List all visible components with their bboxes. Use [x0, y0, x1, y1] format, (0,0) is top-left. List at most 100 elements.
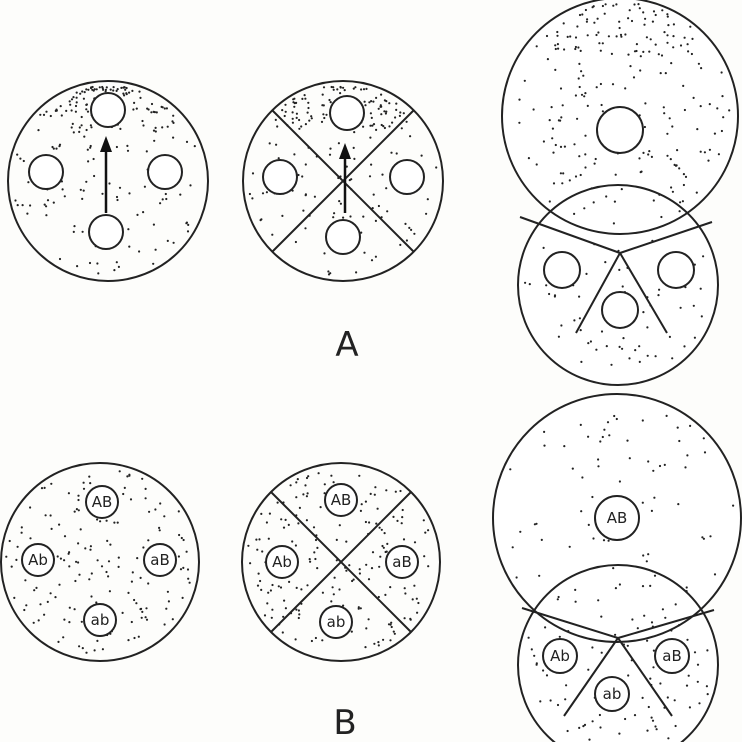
stipple-dot [413, 233, 415, 235]
stipple-dot [587, 342, 589, 344]
stipple-dot [378, 644, 380, 646]
stipple-dot [27, 181, 29, 183]
stipple-dot [297, 522, 299, 524]
stipple-dot [402, 509, 404, 511]
stipple-dot [652, 720, 654, 722]
stipple-dot [649, 678, 651, 680]
stipple-dot [338, 200, 340, 202]
stipple-dot [613, 222, 615, 224]
stipple-dot [344, 89, 346, 91]
stipple-dot [83, 136, 85, 138]
stipple-dot [644, 102, 646, 104]
stipple-dot [580, 70, 582, 72]
stipple-dot [139, 97, 141, 99]
stipple-dot [686, 454, 688, 456]
stipple-dot [559, 120, 561, 122]
stipple-dot [643, 615, 645, 617]
stipple-dot [404, 587, 406, 589]
stipple-dot [706, 685, 708, 687]
stipple-dot [364, 104, 366, 106]
stipple-dot [302, 493, 304, 495]
stipple-dot [336, 539, 338, 541]
stipple-dot [16, 154, 18, 156]
stipple-dot [122, 493, 124, 495]
stipple-dot [252, 172, 254, 174]
stipple-dot [260, 219, 262, 221]
stipple-dot [416, 612, 418, 614]
stipple-dot [600, 50, 602, 52]
stipple-dot [403, 538, 405, 540]
stipple-dot [628, 357, 630, 359]
stipple-dot [316, 567, 318, 569]
stipple-dot [285, 519, 287, 521]
stipple-dot [29, 506, 31, 508]
stipple-dot [296, 113, 298, 115]
stipple-dot [579, 86, 581, 88]
stipple-dot [608, 35, 610, 37]
stipple-dot [551, 106, 553, 108]
stipple-dot [543, 445, 545, 447]
stipple-dot [119, 187, 121, 189]
stipple-dot [83, 190, 85, 192]
stipple-dot [584, 135, 586, 137]
stipple-dot [315, 637, 317, 639]
stipple-dot [132, 571, 134, 573]
stipple-dot [21, 526, 23, 528]
stipple-dot [118, 566, 120, 568]
stipple-dot [580, 424, 582, 426]
stipple-dot [340, 86, 342, 88]
stipple-dot [684, 109, 686, 111]
stipple-dot [655, 355, 657, 357]
stipple-dot [615, 587, 617, 589]
stipple-dot [381, 174, 383, 176]
stipple-dot [634, 349, 636, 351]
stipple-dot [278, 585, 280, 587]
stipple-dot [363, 88, 365, 90]
stipple-dot [560, 172, 562, 174]
stipple-dot [644, 126, 646, 128]
stipple-dot [627, 645, 629, 647]
stipple-dot [693, 97, 695, 99]
stipple-dot [635, 50, 637, 52]
stipple-dot [524, 80, 526, 82]
stipple-dot [389, 639, 391, 641]
stipple-dot [135, 602, 137, 604]
stipple-dot [88, 578, 90, 580]
stipple-dot [560, 146, 562, 148]
stipple-dot [138, 91, 140, 93]
stipple-dot [385, 187, 387, 189]
nucleus-label: AB [331, 491, 352, 509]
stipple-dot [558, 336, 560, 338]
stipple-dot [189, 184, 191, 186]
stipple-dot [649, 585, 651, 587]
stipple-dot [388, 125, 390, 127]
stipple-dot [554, 69, 556, 71]
stipple-dot [302, 210, 304, 212]
stipple-dot [109, 590, 111, 592]
nucleus-label: Ab [28, 551, 48, 569]
stipple-dot [721, 95, 723, 97]
stipple-dot [642, 11, 644, 13]
stipple-dot [93, 175, 95, 177]
stipple-dot [281, 109, 283, 111]
stipple-dot [602, 110, 604, 112]
stipple-dot [578, 727, 580, 729]
stipple-dot [108, 182, 110, 184]
stipple-dot [33, 622, 35, 624]
stipple-dot [60, 558, 62, 560]
stipple-dot [371, 125, 373, 127]
stipple-dot [369, 137, 371, 139]
stipple-dot [321, 104, 323, 106]
stipple-dot [386, 210, 388, 212]
stipple-dot [186, 222, 188, 224]
stipple-dot [666, 42, 668, 44]
stipple-dot [584, 166, 586, 168]
nucleus-label: aB [150, 551, 169, 569]
stipple-dot [321, 639, 323, 641]
stipple-dot [644, 18, 646, 20]
stipple-dot [584, 153, 586, 155]
nucleus-label: ab [327, 613, 346, 631]
stipple-dot [342, 87, 344, 89]
stipple-dot [296, 587, 298, 589]
stipple-dot [91, 572, 93, 574]
